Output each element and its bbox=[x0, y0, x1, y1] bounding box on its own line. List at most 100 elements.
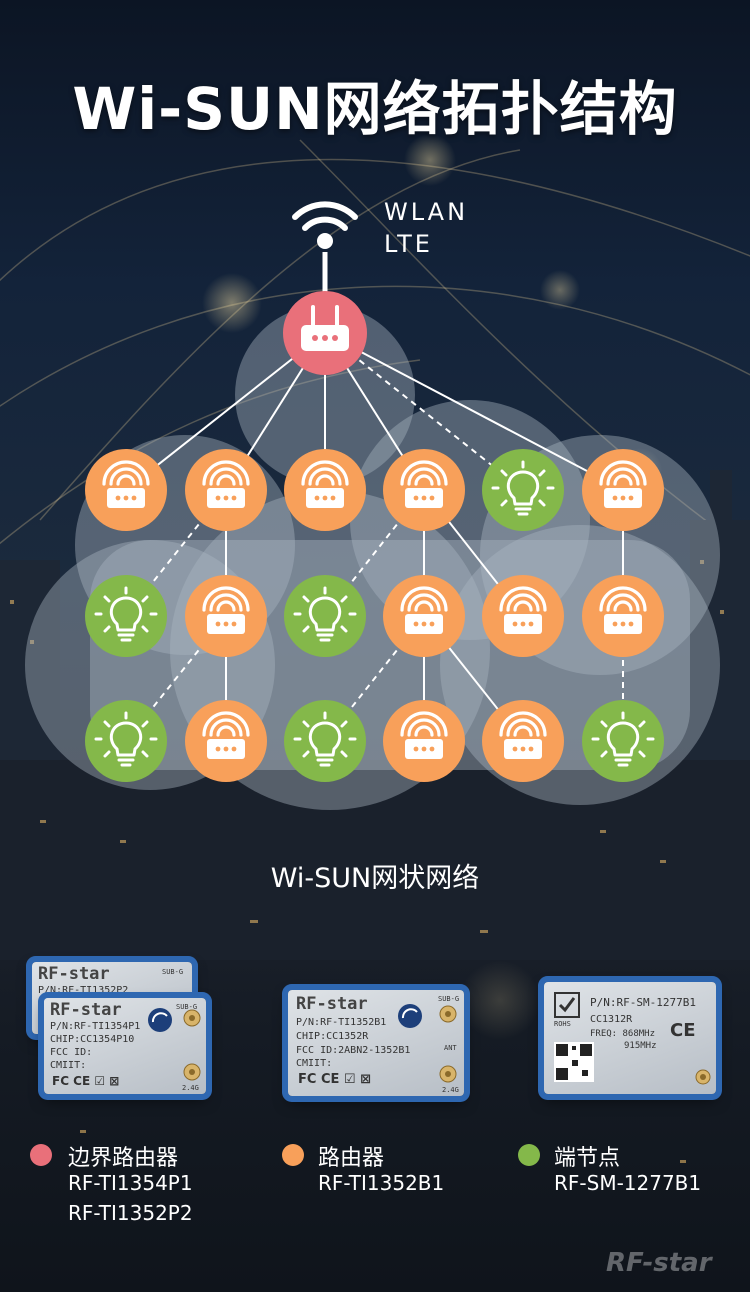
node-circle bbox=[482, 449, 564, 531]
lightbulb-icon bbox=[293, 711, 357, 767]
module-brand: RF-star bbox=[38, 964, 110, 984]
building-silhouettes bbox=[0, 470, 750, 960]
antenna-connector-icon bbox=[695, 1069, 711, 1085]
module-brand: RF-star bbox=[296, 994, 368, 1014]
router-node-r3c2 bbox=[185, 700, 267, 782]
lightbulb-icon bbox=[491, 460, 555, 516]
wifi-router-icon bbox=[599, 586, 647, 634]
router-node-r2c2 bbox=[185, 575, 267, 657]
legend-model: RF-SM-1277B1 bbox=[554, 1171, 702, 1195]
module-cmiit: CMIIT: bbox=[50, 1060, 87, 1071]
wifi-router-icon bbox=[499, 586, 547, 634]
wifi-router-icon bbox=[102, 460, 150, 508]
uplink-label: WLAN LTE bbox=[384, 196, 468, 260]
module-cmiit: CMIIT: bbox=[296, 1058, 333, 1069]
uplink-lte: LTE bbox=[384, 230, 433, 258]
link-br-r1c6 bbox=[324, 332, 624, 491]
router-icon bbox=[301, 305, 349, 351]
wifi-router-icon bbox=[202, 460, 250, 508]
module-chip: CHIP:CC1352R bbox=[296, 1031, 369, 1042]
node-circle bbox=[582, 700, 664, 782]
module-tag: 2.4G bbox=[442, 1086, 459, 1094]
brand-watermark: RF-star bbox=[606, 1248, 712, 1278]
antenna-connector-icon bbox=[183, 1063, 201, 1081]
wifi-router-icon bbox=[499, 711, 547, 759]
wifi-router-icon bbox=[301, 460, 349, 508]
lightbulb-icon bbox=[94, 711, 158, 767]
legend-dot bbox=[30, 1144, 52, 1166]
wifi-router-icon bbox=[400, 460, 448, 508]
module-logo-icon bbox=[148, 1008, 172, 1032]
module-tag: SUB-G bbox=[438, 995, 460, 1003]
router-node-r3c5 bbox=[482, 700, 564, 782]
link-br-r1c1 bbox=[125, 332, 326, 491]
module-ti1352b1: RF-star P/N:RF-TI1352B1 CHIP:CC1352R FCC… bbox=[288, 990, 464, 1096]
node-circle bbox=[284, 700, 366, 782]
router-node-r2c6 bbox=[582, 575, 664, 657]
end-node-r3c6 bbox=[582, 700, 664, 782]
legend-model: RF-TI1354P1 bbox=[68, 1171, 193, 1195]
end-node-r2c3 bbox=[284, 575, 366, 657]
rohs-label: ROHS bbox=[554, 1020, 571, 1028]
module-tag: 2.4G bbox=[182, 1084, 199, 1092]
antenna-connector-icon bbox=[439, 1005, 457, 1023]
legend-role: 路由器 bbox=[318, 1146, 385, 1171]
module-pn: P/N:RF-TI1352B1 bbox=[296, 1017, 387, 1028]
mesh-caption: Wi-SUN网状网络 bbox=[270, 863, 480, 894]
module-ti1354p1: RF-star P/N:RF-TI1354P1 CHIP:CC1354P10 F… bbox=[44, 998, 206, 1094]
city-lights bbox=[10, 560, 724, 1163]
lightbulb-icon bbox=[293, 586, 357, 642]
router-node-r2c4 bbox=[383, 575, 465, 657]
wifi-router-icon bbox=[202, 586, 250, 634]
wifi-antenna-icon bbox=[292, 201, 358, 298]
module-fcc: FCC ID:2ABN2-1352B1 bbox=[296, 1045, 411, 1056]
nodes-layer bbox=[85, 291, 664, 782]
module-tag: SUB-G bbox=[176, 1003, 198, 1011]
certification-marks: FC CE ☑ ⊠ bbox=[298, 1072, 371, 1087]
module-chip: CC1312R bbox=[590, 1014, 633, 1025]
router-node-r3c4 bbox=[383, 700, 465, 782]
module-pn: P/N:RF-SM-1277B1 bbox=[590, 996, 696, 1009]
module-pn: P/N:RF-TI1354P1 bbox=[50, 1021, 141, 1032]
rohs-check-icon bbox=[554, 992, 580, 1018]
module-tag: SUB-G bbox=[162, 968, 184, 976]
router-node-r1c2 bbox=[185, 449, 267, 531]
legend-model: RF-TI1352B1 bbox=[318, 1171, 445, 1195]
ce-mark: CE bbox=[670, 1020, 696, 1041]
legend-dot bbox=[518, 1144, 540, 1166]
end-node-r3c1 bbox=[85, 700, 167, 782]
module-chip: CHIP:CC1354P10 bbox=[50, 1034, 135, 1045]
node-circle bbox=[85, 700, 167, 782]
router-node-r1c3 bbox=[284, 449, 366, 531]
lightbulb-icon bbox=[591, 711, 655, 767]
link-br-r1c5 bbox=[324, 332, 524, 491]
border-router-br bbox=[283, 291, 367, 375]
qr-code-icon bbox=[554, 1042, 594, 1082]
antenna-connector-icon bbox=[439, 1065, 457, 1083]
router-node-r1c1 bbox=[85, 449, 167, 531]
wifi-router-icon bbox=[400, 711, 448, 759]
network-arcs bbox=[0, 139, 750, 554]
module-brand: RF-star bbox=[50, 1000, 122, 1020]
router-node-r1c4 bbox=[383, 449, 465, 531]
end-node-r3c3 bbox=[284, 700, 366, 782]
router-node-r1c6 bbox=[582, 449, 664, 531]
wifi-router-icon bbox=[202, 711, 250, 759]
module-freq: FREQ: 868MHz bbox=[590, 1029, 656, 1039]
wifi-router-icon bbox=[400, 586, 448, 634]
router-node-r2c5 bbox=[482, 575, 564, 657]
uplink-wlan: WLAN bbox=[384, 198, 469, 226]
legend-role: 端节点 bbox=[554, 1146, 621, 1171]
antenna-connector-icon bbox=[183, 1009, 201, 1027]
end-node-r2c1 bbox=[85, 575, 167, 657]
legend-dot bbox=[282, 1144, 304, 1166]
module-tag: ANT bbox=[444, 1044, 457, 1052]
end-node-r1c5 bbox=[482, 449, 564, 531]
certification-marks: FC CE ☑ ⊠ bbox=[52, 1074, 120, 1088]
legend-model: RF-TI1352P2 bbox=[68, 1201, 193, 1225]
lightbulb-icon bbox=[94, 586, 158, 642]
wifi-router-icon bbox=[599, 460, 647, 508]
node-circle bbox=[284, 575, 366, 657]
